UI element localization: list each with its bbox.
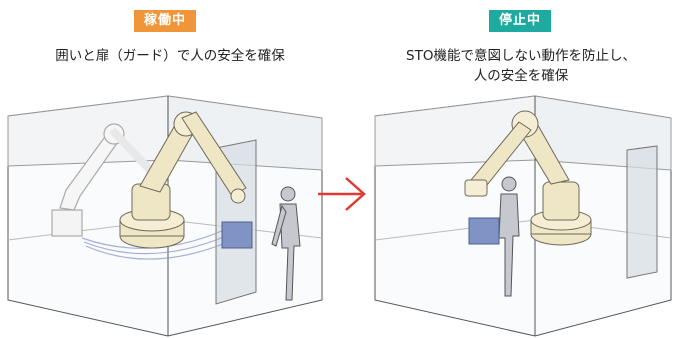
- open-guard-door: [626, 145, 658, 279]
- worker-figure: [498, 176, 520, 297]
- stopped-caption-line1: STO機能で意図しない動作を防止し、: [406, 48, 636, 64]
- ghost-robot: [51, 123, 153, 237]
- stopped-caption-line2: 人の安全を確保: [473, 68, 569, 84]
- running-caption: 囲いと扉（ガード）で人の安全を確保: [55, 48, 285, 64]
- stopped-robot-arm: [464, 110, 592, 246]
- stopped-status-badge: 停止中: [489, 10, 552, 32]
- running-scene: [7, 95, 323, 337]
- running-status-badge: 稼働中: [134, 10, 197, 32]
- safety-enclosure: [374, 95, 672, 337]
- stopped-scene: [374, 95, 672, 337]
- running-panel: 稼働中 囲いと扉（ガード）で人の安全を確保: [0, 0, 340, 338]
- person-figure: [271, 186, 301, 301]
- carried-object: [468, 217, 500, 245]
- robot-arm: [119, 111, 247, 249]
- transition-arrow-icon: [318, 177, 366, 211]
- stopped-panel: 停止中 STO機能で意図しない動作を防止し、 人の安全を確保: [351, 0, 691, 338]
- work-object: [221, 221, 253, 249]
